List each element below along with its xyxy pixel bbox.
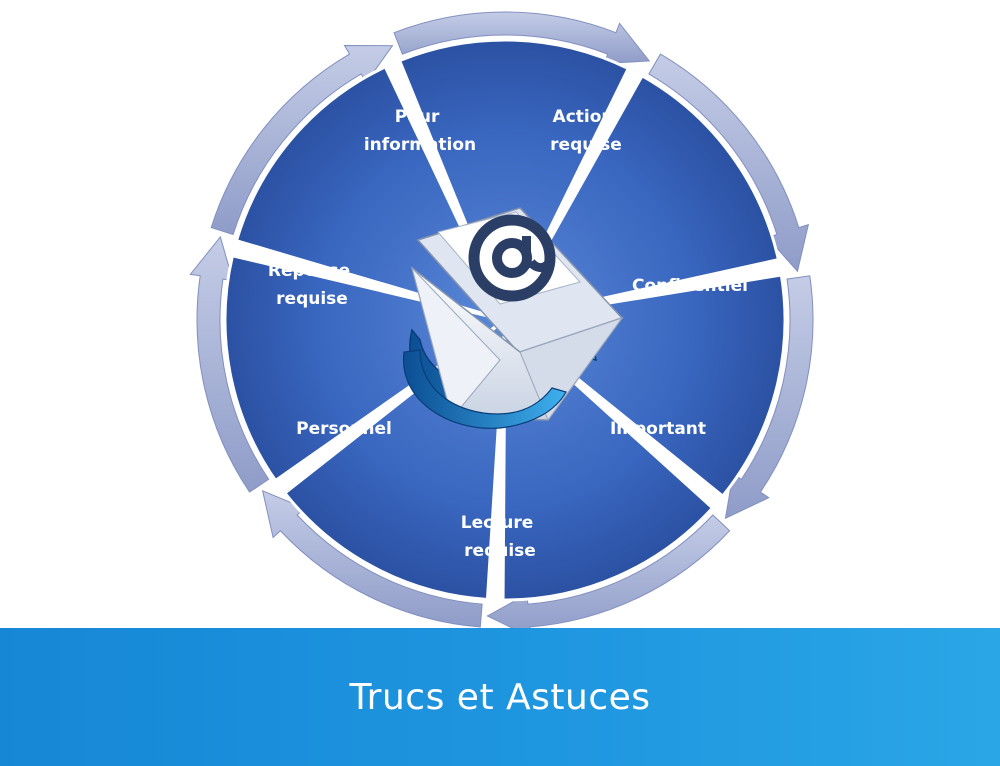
cycle-diagram: Pour information Action requise Confiden… <box>189 11 814 630</box>
ring-arrow-6 <box>210 44 394 236</box>
segment-5-label: Personnel <box>296 419 392 439</box>
segment-2-label: Confidentiel <box>632 276 748 296</box>
title-banner: Trucs et Astuces <box>0 628 1000 766</box>
segment-3-label: Important <box>610 419 706 439</box>
ring-arrows <box>189 11 814 630</box>
segment-0-label: Pour information <box>364 107 476 155</box>
ring-arrow-5 <box>189 235 270 493</box>
ring-arrow-1 <box>648 53 810 273</box>
email-envelope-at-icon <box>402 207 624 429</box>
segment-4-label: Lecture requise <box>461 513 540 561</box>
segment-1 <box>502 73 781 323</box>
ring-arrow-0 <box>393 11 651 65</box>
ring-arrow-2 <box>724 275 814 520</box>
ring-arrow-3 <box>486 514 731 630</box>
segment-labels: Pour information Action requise Confiden… <box>268 107 748 561</box>
ring-arrow-4 <box>261 489 483 628</box>
segment-1-label: Action requise <box>550 107 622 155</box>
segment-6-label: Réponse requise <box>268 261 356 309</box>
segment-0 <box>397 38 631 324</box>
banner-title: Trucs et Astuces <box>349 676 651 718</box>
